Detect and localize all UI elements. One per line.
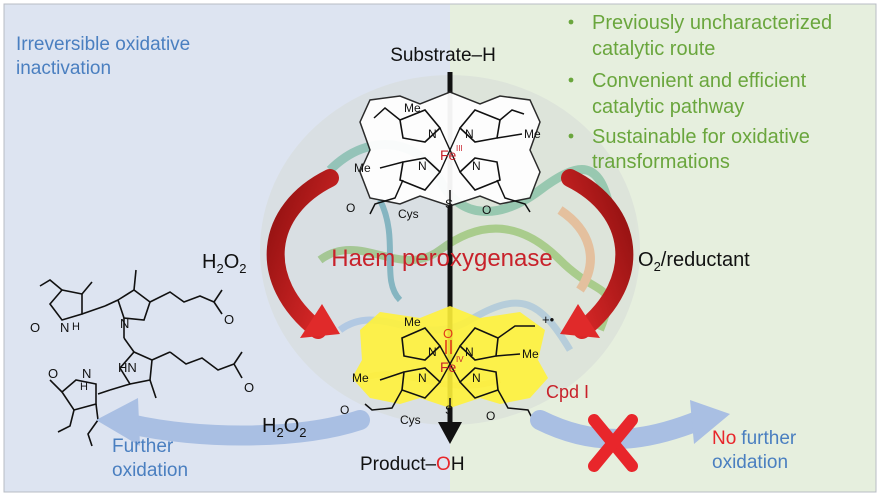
bullet-3-line1: Sustainable for oxidative	[592, 126, 810, 148]
bilin-nitrogen-b: N	[120, 316, 129, 331]
bilin-acid-oxygen-1: O	[224, 312, 234, 327]
bullet-1-line1: Previously uncharacterized	[592, 12, 832, 34]
further-oxidation-line1: Further	[112, 436, 174, 457]
haem-cpd1-structure: O Fe IV Me Me Me N N N N S Cys O O +•	[340, 306, 555, 427]
bullet-2-line2: catalytic pathway	[592, 96, 744, 118]
h2o2-reagent-bottom: H2O2	[262, 415, 306, 440]
bilin-structure	[39, 269, 243, 447]
haem-fe3-oxidation-state: III	[456, 144, 463, 153]
bullet-2-line1: Convenient and efficient	[592, 70, 807, 92]
no-further-oxidation-line2: oxidation	[712, 452, 788, 473]
haem-fe3-n4: N	[472, 159, 481, 173]
haem-fe3-cys: Cys	[398, 207, 419, 221]
haem-fe3-structure: Fe III Me Me Me N N N N S Cys O O	[346, 91, 541, 221]
bilin-hydrogen-d: H	[80, 381, 88, 393]
cpd1-oxygen-1: O	[340, 403, 349, 417]
haem-fe3-methyl-3: Me	[354, 161, 371, 175]
bilin-hydrogen-a: H	[72, 321, 80, 333]
bullet-dot	[568, 133, 574, 139]
further-oxidation-arrow	[120, 410, 370, 446]
bilin-oxygen-a: O	[30, 320, 40, 335]
haem-fe3-methyl-2: Me	[524, 127, 541, 141]
cpd1-methyl-3: Me	[352, 371, 369, 385]
h2o2-pathway-arrow	[266, 169, 339, 339]
substrate-label: Substrate–H	[390, 45, 496, 66]
haem-fe3-oxygen-1: O	[346, 201, 355, 215]
blocked-pathway-cross-icon	[588, 414, 638, 472]
bullet-3-line2: transformations	[592, 151, 730, 173]
bilin-nitrogen-d: N	[82, 366, 91, 381]
haem-fe3-methyl-1: Me	[404, 101, 421, 115]
bilin-atom-labels: O N H N HN O N H O O	[30, 312, 254, 395]
cpd1-radical-cation: +•	[542, 312, 555, 327]
benefits-list: Previously uncharacterized catalytic rou…	[568, 12, 832, 173]
cpd1-oxygen-2: O	[486, 409, 495, 423]
enzyme-label: Haem peroxygenase	[331, 245, 552, 272]
h2o2-reagent-left: H2O2	[202, 251, 246, 276]
o2-pathway-arrow	[561, 169, 634, 339]
bilin-acid-oxygen-2: O	[244, 380, 254, 395]
bilin-nitrogen-a: N	[60, 320, 69, 335]
o2-pathway-arrowhead	[560, 304, 600, 338]
cpd1-methyl-2: Me	[522, 347, 539, 361]
cpd1-sulfur: S	[445, 403, 453, 417]
cpd1-iron: Fe	[440, 359, 457, 375]
cpd1-methyl-1: Me	[404, 315, 421, 329]
bullet-dot	[568, 77, 574, 83]
haem-fe3-n2: N	[465, 127, 474, 141]
haem-fe3-sulfur: S	[445, 197, 453, 211]
haem-fe3-iron: Fe	[440, 147, 457, 163]
bilin-oxygen-d: O	[48, 366, 58, 381]
haem-fe3-oxygen-2: O	[482, 203, 491, 217]
cpd1-n2: N	[465, 345, 474, 359]
bullet-dot	[568, 19, 574, 25]
haem-fe3-n1: N	[428, 127, 437, 141]
further-oxidation-line2: oxidation	[112, 460, 188, 481]
haem-fe3-n3: N	[418, 159, 427, 173]
product-label: Product–OH	[360, 454, 465, 475]
bullet-1-line2: catalytic route	[592, 38, 715, 60]
h2o2-pathway-arrowhead	[300, 304, 340, 338]
cpd1-oxidation-state: IV	[456, 355, 464, 364]
no-further-oxidation-arrowhead	[690, 400, 730, 444]
cpd1-n4: N	[472, 371, 481, 385]
further-oxidation-arrowhead	[96, 398, 140, 446]
bilin-hn-c: HN	[118, 360, 137, 375]
cpd1-label: Cpd I	[546, 382, 589, 402]
reaction-axis-arrowhead	[438, 422, 462, 444]
cpd1-n3: N	[418, 371, 427, 385]
inactivation-title-line1: Irreversible oxidative	[16, 34, 190, 55]
cpd1-cys: Cys	[400, 413, 421, 427]
o2-reductant-reagent: O2/reductant	[638, 249, 750, 274]
cpd1-n1: N	[428, 345, 437, 359]
figure-border	[3, 3, 877, 493]
cpd1-oxo-oxygen: O	[443, 326, 453, 341]
inactivation-title-line2: inactivation	[16, 58, 111, 79]
